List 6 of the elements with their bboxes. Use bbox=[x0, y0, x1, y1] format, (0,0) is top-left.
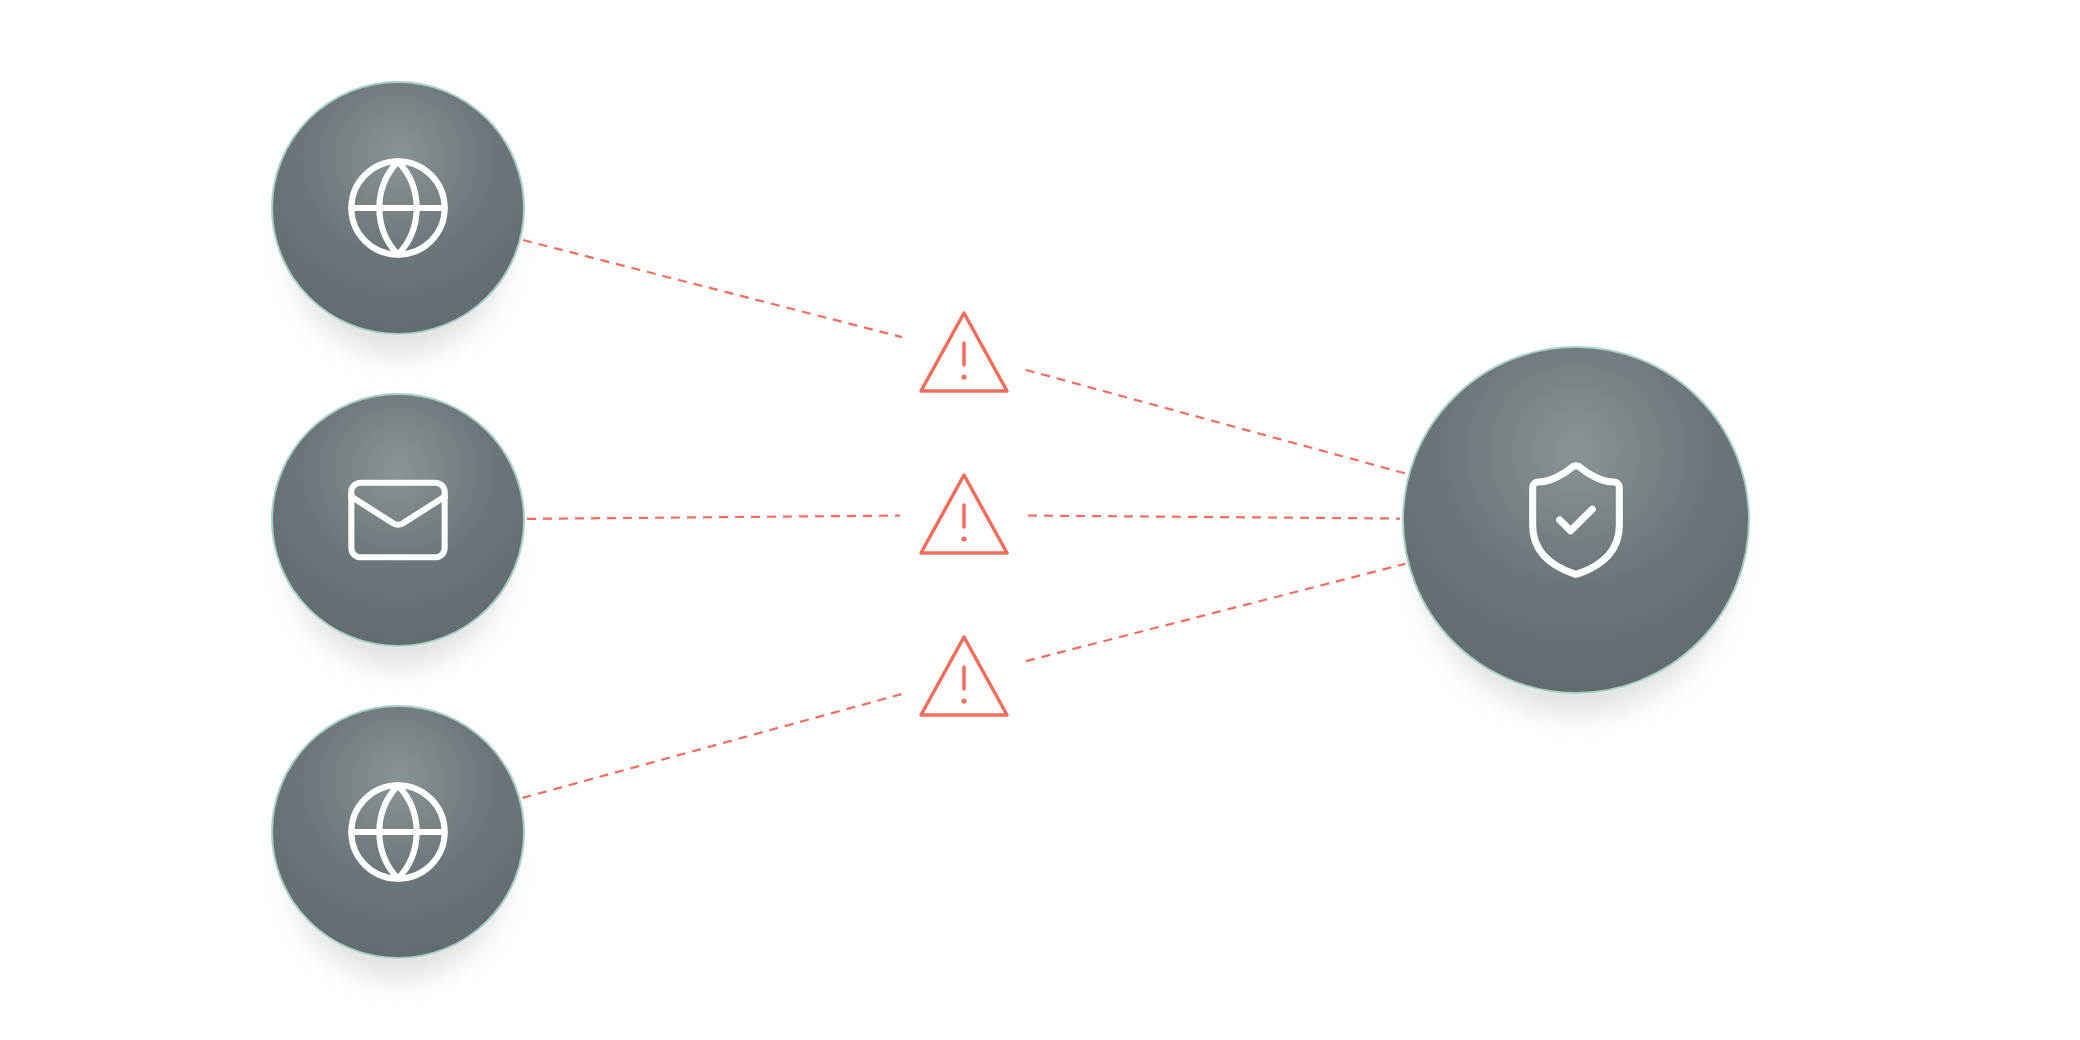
dashed-connector bbox=[522, 238, 903, 339]
dashed-connector bbox=[527, 514, 900, 520]
dashed-connector bbox=[522, 692, 903, 799]
dashed-connector bbox=[1025, 368, 1407, 475]
dashed-connector bbox=[1025, 562, 1406, 663]
dashed-connector bbox=[1028, 514, 1400, 520]
